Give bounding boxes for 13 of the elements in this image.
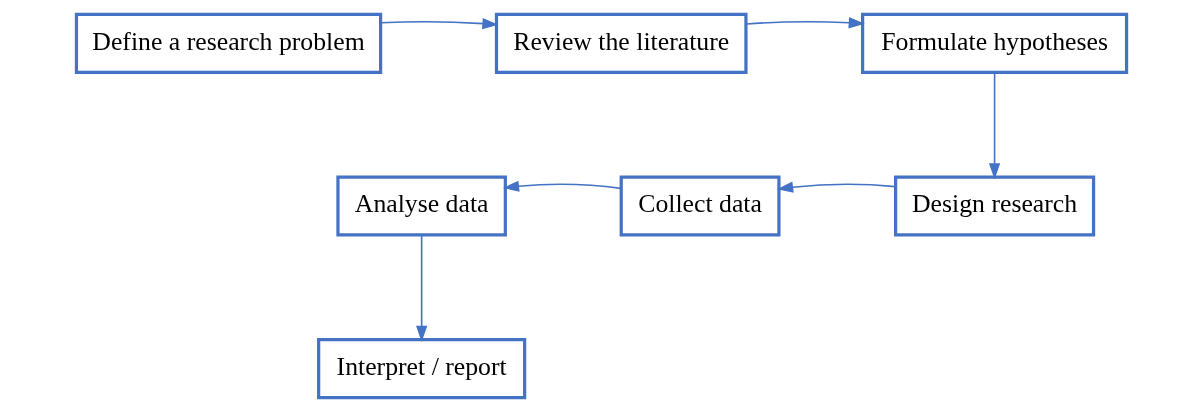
arrow bbox=[745, 17, 865, 29]
arrow bbox=[416, 234, 428, 342]
arrow bbox=[777, 181, 897, 193]
arrow bbox=[380, 17, 499, 30]
node-box: Define a research problem bbox=[74, 12, 383, 75]
arrow bbox=[988, 72, 1001, 180]
node-box: Design research bbox=[894, 175, 1096, 237]
node-box: Formulate hypotheses bbox=[861, 12, 1129, 75]
node-box: Interpret / report bbox=[317, 337, 527, 400]
node-box: Collect data bbox=[619, 175, 781, 237]
node-box: Analyse data bbox=[336, 175, 507, 237]
arrow bbox=[502, 180, 622, 192]
node-box: Review the literature bbox=[494, 12, 748, 75]
